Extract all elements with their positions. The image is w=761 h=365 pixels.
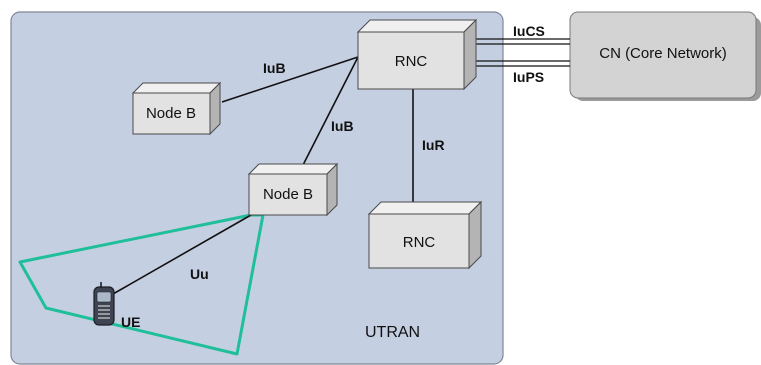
iub-mid-label: IuB — [331, 118, 354, 134]
rnc-node-top: RNC — [356, 18, 478, 91]
core-network-label: CN (Core Network) — [599, 45, 727, 62]
iups-link — [474, 60, 570, 67]
core-network-box: CN (Core Network) — [569, 11, 761, 101]
node-b-center-label: Node B — [263, 186, 313, 203]
iucs-label: IuCS — [513, 23, 545, 39]
uu-label: Uu — [190, 266, 209, 282]
iur-label: IuR — [422, 137, 445, 153]
iucs-link — [474, 38, 570, 45]
rnc-node-bottom: RNC — [367, 200, 483, 270]
iub-link-left — [221, 56, 359, 103]
mobile-phone-icon — [93, 282, 115, 326]
iub-link-center — [301, 56, 359, 168]
node-b-left: Node B — [131, 81, 222, 136]
node-b-center: Node B — [247, 162, 339, 217]
rnc-bottom-label: RNC — [403, 234, 436, 251]
uu-link — [112, 214, 252, 295]
node-b-left-label: Node B — [146, 105, 196, 122]
iub-top-label: IuB — [263, 60, 286, 76]
iups-label: IuPS — [513, 69, 544, 85]
ue-label: UE — [121, 314, 140, 330]
rnc-top-label: RNC — [395, 53, 428, 70]
utran-label: UTRAN — [365, 324, 420, 341]
